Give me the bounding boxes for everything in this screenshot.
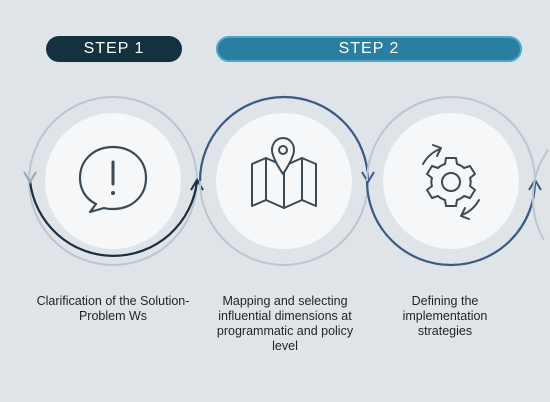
stage-3-progress-arc [365,180,537,267]
stage-2-caption: Mapping and selecting influential dimens… [216,294,354,353]
stage-1-caption: Clarification of the Solution-Problem Ws [36,294,190,323]
step-1-label: STEP 1 [46,36,182,62]
stage-3-caption: Defining the implementation strategies [402,294,488,338]
gear-cycle-icon [422,144,480,220]
stage-1-node [23,96,204,266]
stage-3-disc [383,113,519,249]
step-2-label: STEP 2 [216,36,522,62]
exclamation-speech-bubble-icon [78,145,148,214]
stage-2-progress-arc [198,95,370,182]
next-stage-ring-partial [531,149,549,241]
stage-1-left-arrow-icon [23,171,37,184]
stage-2-node [198,95,375,266]
stage-3-node [365,96,542,267]
map-pin-icon [251,137,317,209]
stage-1-progress-arc [28,180,199,257]
